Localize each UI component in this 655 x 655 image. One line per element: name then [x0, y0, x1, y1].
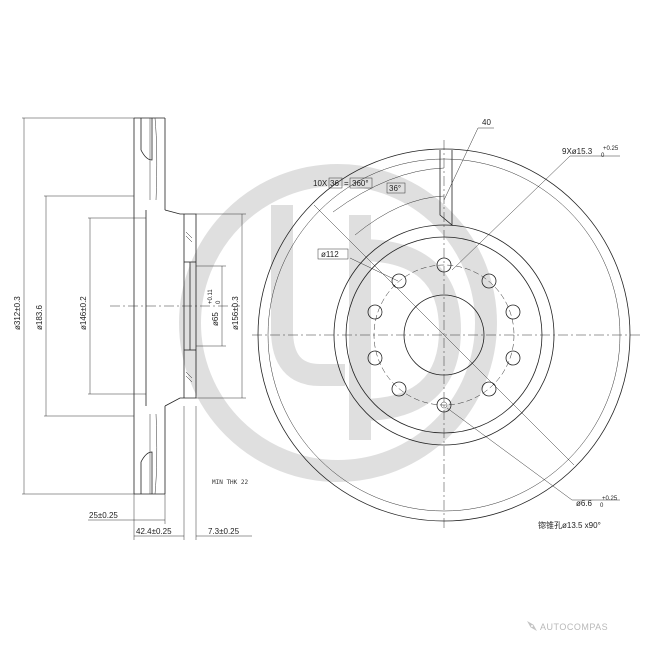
dim-offset: 42.4±0.25 — [136, 527, 172, 536]
angle-pattern-value: 36 — [330, 179, 339, 188]
bolt-holes-tol-lower: 0 — [601, 153, 605, 159]
angle-pattern-prefix: 10X — [313, 179, 328, 188]
small-hole-label: ø6.6 — [576, 499, 593, 508]
dim-146: ø146±0.2 — [79, 296, 88, 330]
angle-single-box — [386, 182, 406, 194]
min-thk-label: MIN THK 22 — [212, 479, 249, 486]
dim-thickness: 25±0.25 — [89, 511, 118, 520]
front-view-labels: 40 9Xø15.3 +0.25 0 10X 36 = 360° 36° ø11… — [313, 118, 619, 530]
angle-single: 36° — [389, 184, 401, 193]
angle-pattern-box — [328, 177, 343, 189]
dim-outer-diameter: ø312±0.3 — [13, 296, 22, 330]
bolt-holes-tol-upper: +0.25 — [603, 146, 619, 152]
bolt-holes-label: 9Xø15.3 — [562, 147, 593, 156]
dim-183: ø183.6 — [35, 305, 44, 330]
dim-hat: ø156±0.3 — [231, 296, 240, 330]
autocompas-watermark: AUTOCOMPAS — [527, 621, 608, 632]
small-hole-tol-lower: 0 — [600, 503, 604, 509]
section-view — [110, 117, 240, 495]
autocompas-text: AUTOCOMPAS — [540, 622, 608, 632]
dim-bore-tol-lower: 0 — [216, 300, 222, 304]
dim-bore: ø65 — [211, 312, 220, 326]
section-dimensions — [22, 117, 252, 540]
countersink-note: 锪锥孔ø13.5 x90° — [538, 520, 601, 530]
pcd-box — [317, 248, 349, 260]
small-hole-tol-upper: +0.25 — [602, 496, 618, 502]
pcd-label: ø112 — [321, 250, 339, 259]
dim-hat-thk: 7.3±0.25 — [208, 527, 240, 536]
front-view — [252, 127, 640, 530]
section-dimension-labels: ø312±0.3 ø183.6 ø146±0.2 ø65 +0.11 0 ø15… — [13, 289, 249, 536]
angle-pattern-total: 360° — [352, 179, 369, 188]
callout-40: 40 — [482, 118, 491, 127]
dim-bore-tol-upper: +0.11 — [208, 289, 214, 304]
angle-total-box — [349, 177, 373, 189]
svg-text:=: = — [344, 179, 349, 188]
compass-icon — [527, 621, 537, 631]
